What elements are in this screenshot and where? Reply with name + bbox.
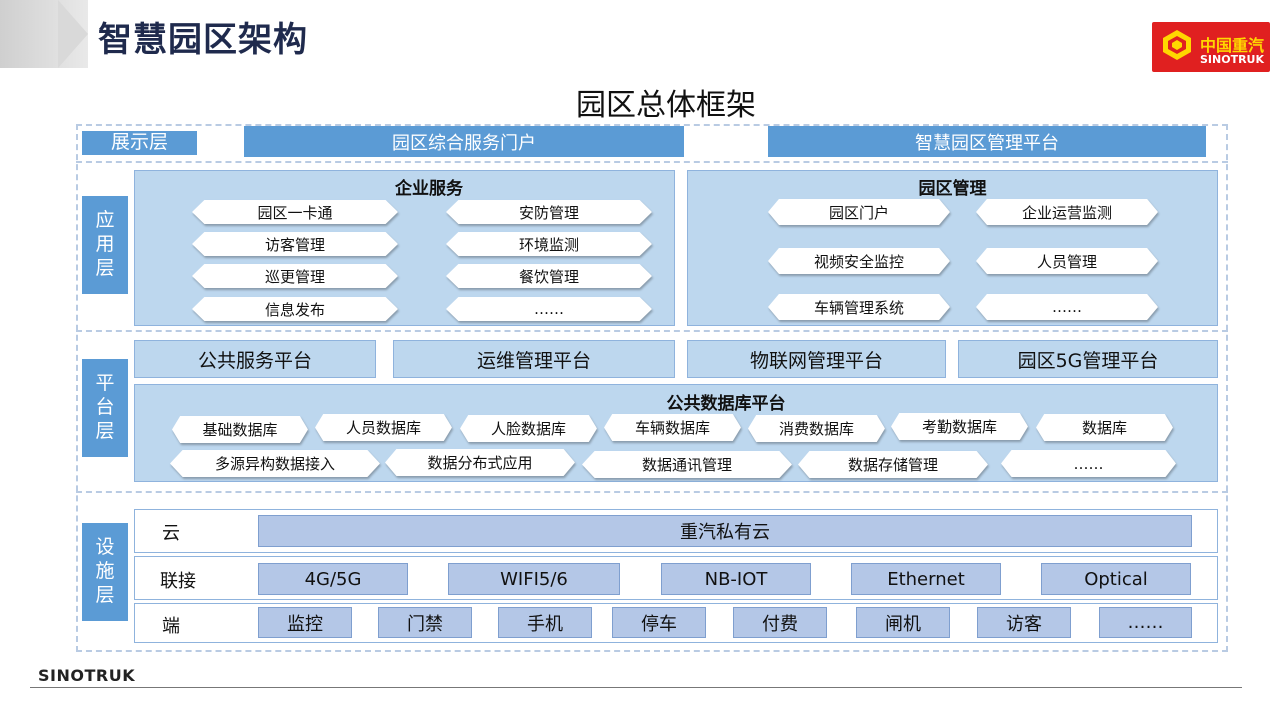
network-4g5g: 4G/5G (258, 563, 408, 595)
app-item-card: 园区一卡通 (192, 200, 398, 224)
terminal-parking: 停车 (612, 607, 706, 638)
db-item-distributed: 数据分布式应用 (385, 449, 575, 476)
logo-text-cn: 中国重汽 (1200, 36, 1265, 55)
pill-wrap: 考勤数据库 (891, 413, 1028, 440)
app-item-enterprise-monitor: 企业运营监测 (976, 199, 1158, 225)
pill-wrap: 数据通讯管理 (582, 451, 792, 478)
pill-wrap: 访客管理 (192, 232, 398, 256)
pill-wrap: 车辆管理系统 (768, 294, 950, 320)
app-layer-label-text: 应用层 (95, 209, 115, 279)
infra-layer-label-text: 设施层 (95, 536, 115, 606)
pill-wrap: 企业运营监测 (976, 199, 1158, 225)
pill-wrap: 多源异构数据接入 (170, 450, 380, 477)
network-wifi: WIFI5/6 (448, 563, 620, 595)
pill-wrap: 车辆数据库 (604, 414, 741, 441)
pill-wrap: …… (446, 297, 652, 321)
page-title: 智慧园区架构 (98, 20, 308, 60)
pill-wrap: 人脸数据库 (460, 415, 597, 442)
app-item-environment: 环境监测 (446, 232, 652, 256)
footer-divider (30, 687, 1242, 688)
park-management-title: 园区管理 (918, 179, 987, 199)
app-item-personnel: 人员管理 (976, 248, 1158, 274)
pill-wrap: 视频安全监控 (768, 248, 950, 274)
db-item-attendance: 考勤数据库 (891, 413, 1028, 440)
platform-public-service: 公共服务平台 (134, 340, 376, 378)
pill-wrap: 人员管理 (976, 248, 1158, 274)
app-item-video-monitor: 视频安全监控 (768, 248, 950, 274)
pill-wrap: 巡更管理 (192, 264, 398, 288)
diagram-title: 园区总体框架 (576, 88, 756, 123)
terminal-more: …… (1099, 607, 1192, 638)
db-item-basic: 基础数据库 (172, 416, 308, 443)
app-layer-label: 应用层 (82, 196, 128, 294)
app-item-patrol: 巡更管理 (192, 264, 398, 288)
pill-wrap: 人员数据库 (315, 414, 452, 441)
pill-wrap: 安防管理 (446, 200, 652, 224)
terminal-gate: 闸机 (856, 607, 950, 638)
sinotruk-emblem-icon (1163, 30, 1191, 60)
terminal-visitor: 访客 (977, 607, 1071, 638)
infra-cloud-label: 云 (162, 523, 180, 544)
terminal-payment: 付费 (733, 607, 827, 638)
infra-network-label: 联接 (160, 571, 196, 592)
layer-separator (76, 491, 1228, 493)
platform-layer-label-text: 平台层 (95, 372, 115, 442)
app-item-park-more: …… (976, 294, 1158, 320)
pill-wrap: 数据存储管理 (798, 451, 988, 478)
app-item-vehicle-system: 车辆管理系统 (768, 294, 950, 320)
app-item-info-publish: 信息发布 (192, 297, 398, 321)
footer-brand: SINOTRUK (38, 666, 136, 685)
app-item-security: 安防管理 (446, 200, 652, 224)
terminal-monitor: 监控 (258, 607, 352, 638)
platform-5g: 园区5G管理平台 (958, 340, 1218, 378)
app-item-visitor: 访客管理 (192, 232, 398, 256)
logo-text-en: SINOTRUK (1200, 53, 1265, 66)
app-item-more: …… (446, 297, 652, 321)
db-item-more: …… (1001, 450, 1176, 477)
db-item-face: 人脸数据库 (460, 415, 597, 442)
pill-wrap: …… (1001, 450, 1176, 477)
db-item-consumption: 消费数据库 (748, 415, 885, 442)
pill-wrap: 信息发布 (192, 297, 398, 321)
pill-wrap: 基础数据库 (172, 416, 308, 443)
pill-wrap: 数据分布式应用 (385, 449, 575, 476)
pill-wrap: 园区一卡通 (192, 200, 398, 224)
pill-wrap: 环境监测 (446, 232, 652, 256)
infra-layer-label: 设施层 (82, 523, 128, 621)
display-item-portal: 园区综合服务门户 (244, 126, 684, 157)
platform-iot: 物联网管理平台 (687, 340, 946, 378)
display-item-platform: 智慧园区管理平台 (768, 126, 1206, 157)
platform-operations: 运维管理平台 (393, 340, 675, 378)
pill-wrap: 园区门户 (768, 199, 950, 225)
network-nbiot: NB-IOT (661, 563, 811, 595)
architecture-frame (76, 124, 1228, 652)
db-item-storage: 数据存储管理 (798, 451, 988, 478)
db-item-multisource: 多源异构数据接入 (170, 450, 380, 477)
pill-wrap: 消费数据库 (748, 415, 885, 442)
layer-separator (76, 330, 1228, 332)
db-item-personnel: 人员数据库 (315, 414, 452, 441)
layer-separator (76, 161, 1228, 163)
header-chevron (58, 0, 88, 68)
db-item-database: 数据库 (1036, 414, 1173, 441)
app-item-park-portal: 园区门户 (768, 199, 950, 225)
db-item-communication: 数据通讯管理 (582, 451, 792, 478)
pill-wrap: 数据库 (1036, 414, 1173, 441)
public-database-title: 公共数据库平台 (666, 394, 786, 414)
network-ethernet: Ethernet (851, 563, 1001, 595)
pill-wrap: …… (976, 294, 1158, 320)
app-item-catering: 餐饮管理 (446, 264, 652, 288)
enterprise-service-title: 企业服务 (395, 179, 463, 199)
platform-layer-label: 平台层 (82, 359, 128, 457)
infra-terminal-label: 端 (162, 616, 180, 637)
db-item-vehicle: 车辆数据库 (604, 414, 741, 441)
terminal-phone: 手机 (498, 607, 592, 638)
display-layer-label: 展示层 (82, 131, 197, 155)
network-optical: Optical (1041, 563, 1191, 595)
infra-private-cloud: 重汽私有云 (258, 515, 1192, 547)
terminal-access-control: 门禁 (378, 607, 472, 638)
pill-wrap: 餐饮管理 (446, 264, 652, 288)
